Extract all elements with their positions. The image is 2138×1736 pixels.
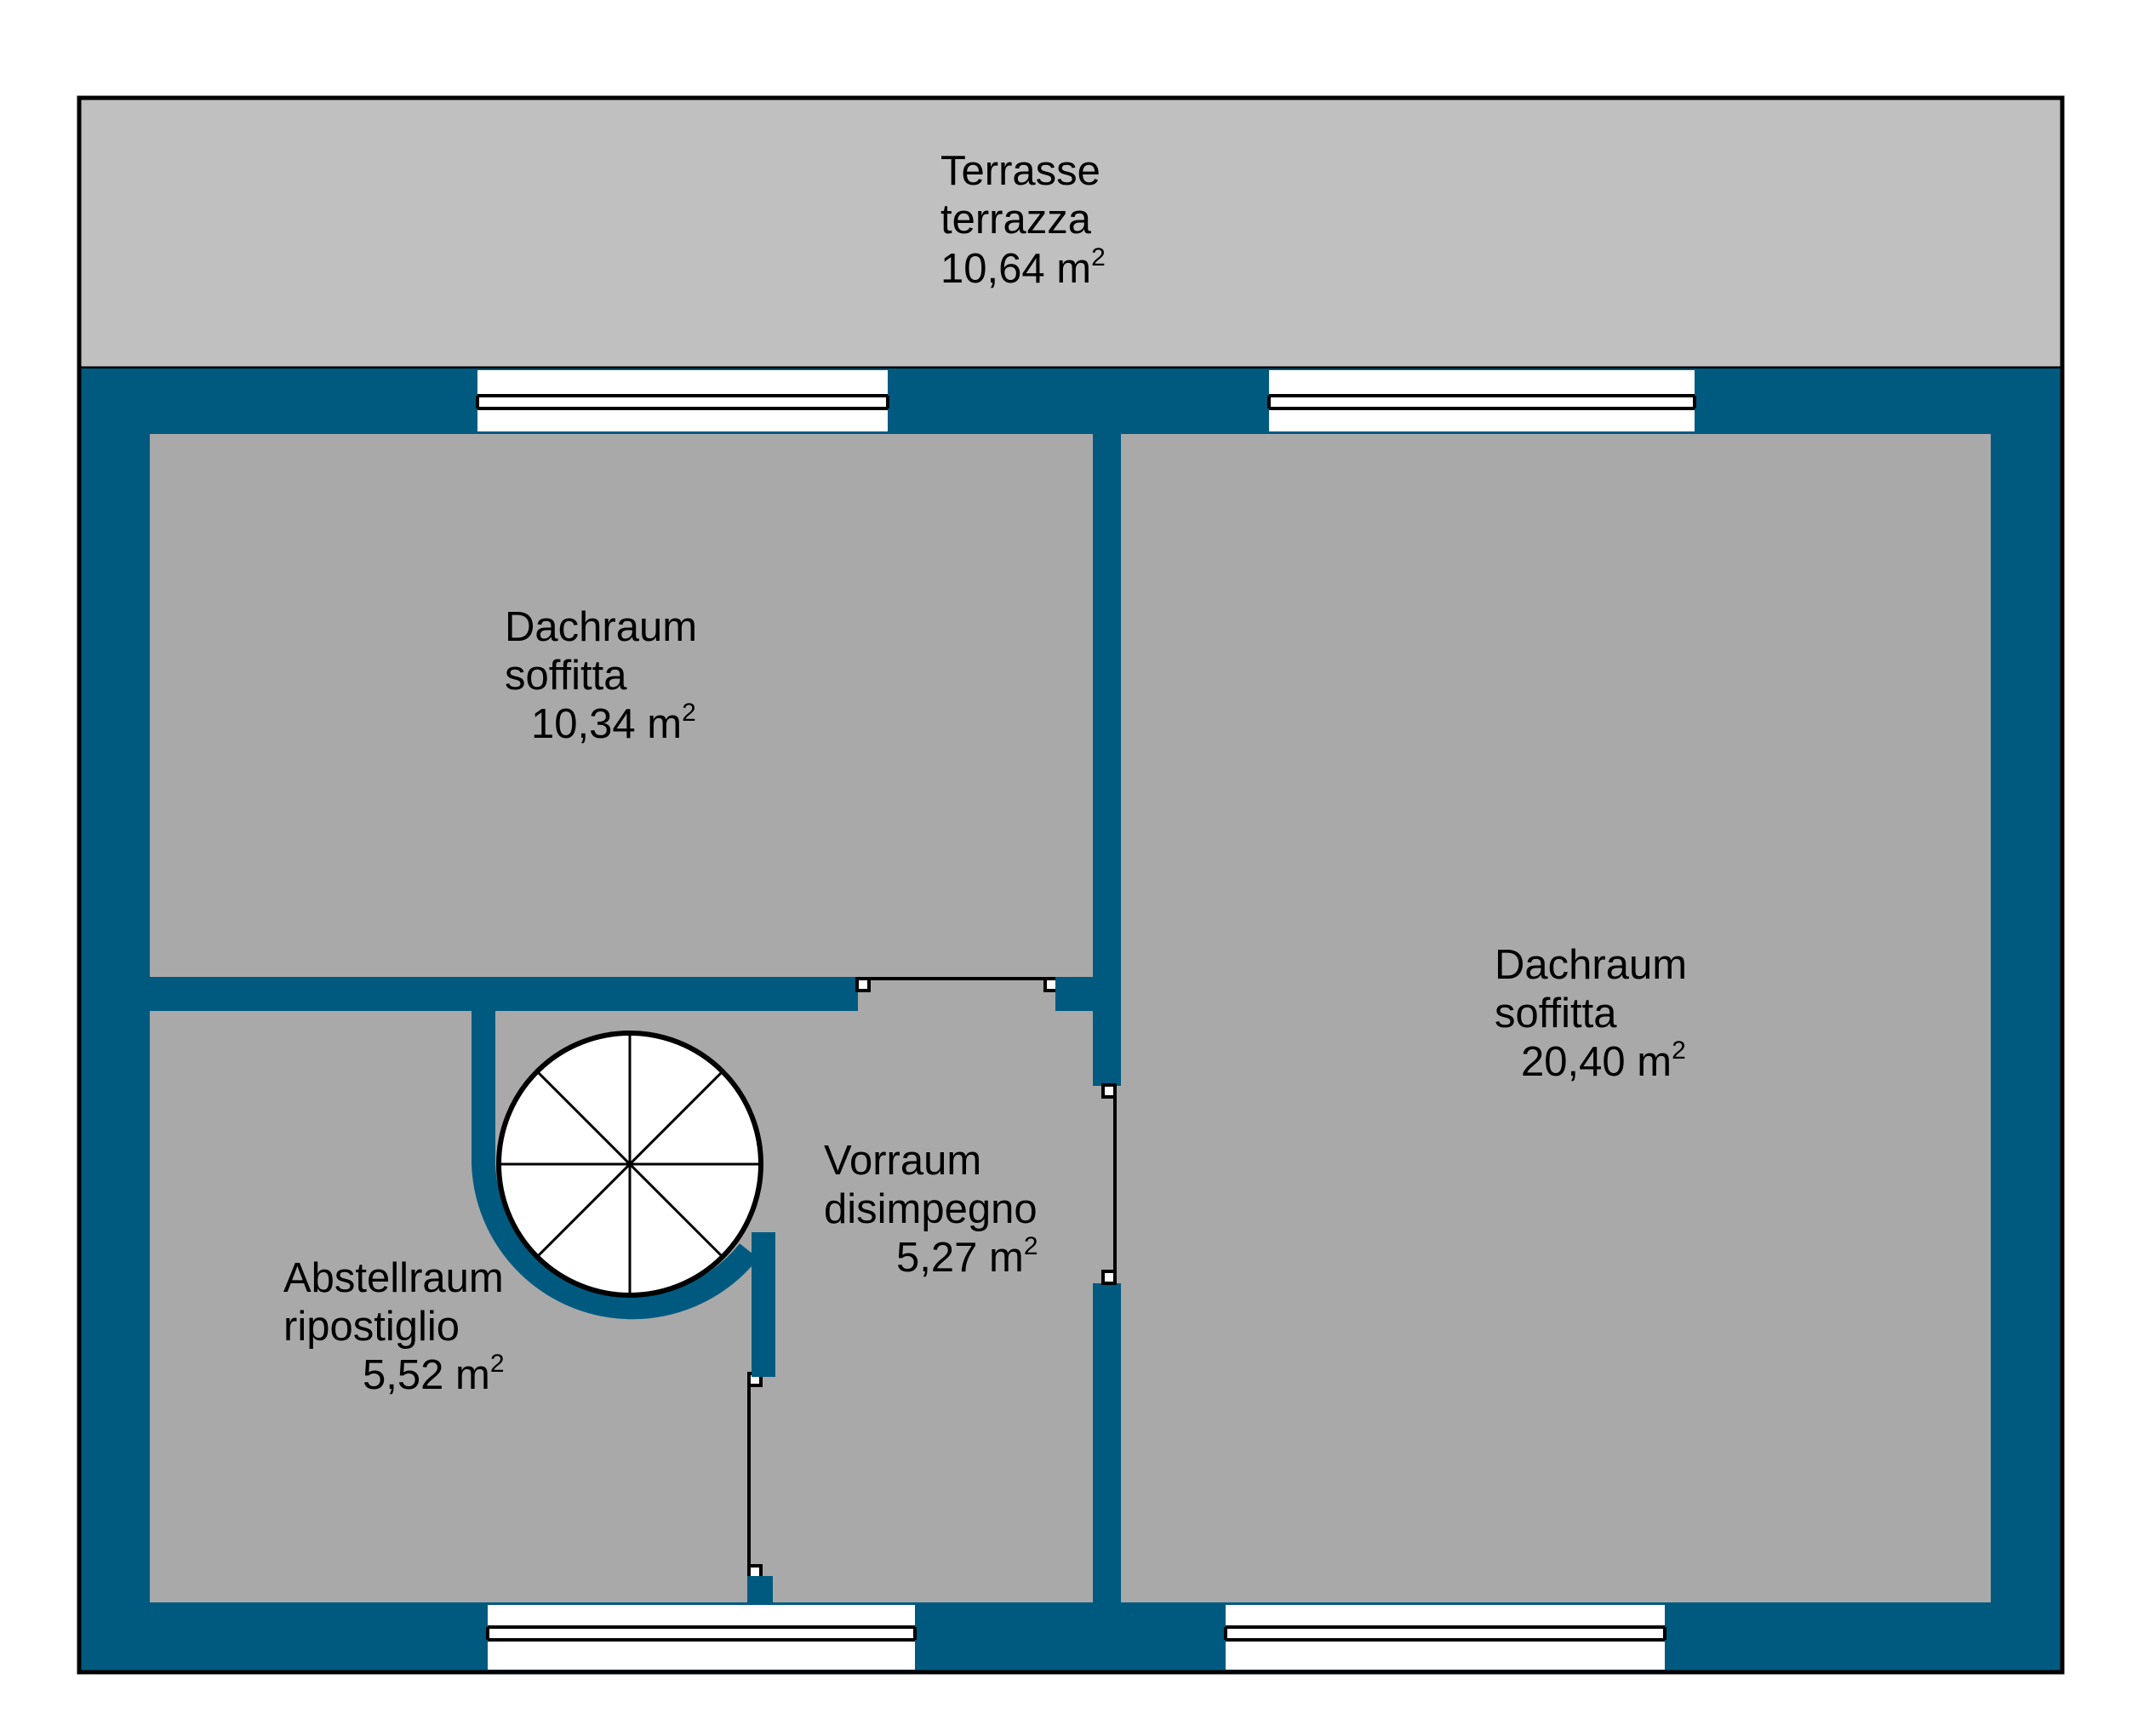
stair-wall [472,1011,758,1320]
terrace-area: 10,64 m2 [940,243,1106,292]
floor-attic-small [150,434,1093,977]
attic-large-area: 20,40 m2 [1521,1036,1686,1085]
label-storage: Abstellraum ripostiglio 5,52 m2 [283,1255,505,1398]
storage-name-it: ripostiglio [283,1304,460,1350]
label-terrace: Terrasse terrazza 10,64 m2 [940,148,1106,292]
hall-area: 5,27 m2 [896,1232,1038,1281]
storage-name-de: Abstellraum [283,1255,504,1301]
room-floors [150,434,1991,1602]
window-icon [1267,370,1696,431]
floor-attic-large [1121,434,1991,1602]
spiral-staircase-icon [496,1031,763,1298]
terrace [77,95,2065,371]
storage-area: 5,52 m2 [363,1350,505,1398]
door-opening-attic-hall [858,974,1055,1015]
terrace-name-it: terrazza [940,197,1092,243]
hall-name-it: disimpegno [824,1186,1038,1232]
attic-small-name-it: soffitta [505,653,627,699]
label-attic-large: Dachraum soffitta 20,40 m2 [1495,942,1687,1085]
attic-large-name-de: Dachraum [1495,942,1687,988]
attic-large-name-it: soffitta [1495,991,1617,1036]
window-icon [1224,1605,1666,1670]
door-opening-hall-attic [1089,1086,1125,1283]
attic-small-name-de: Dachraum [505,604,697,650]
window-icon [486,1605,917,1670]
window-icon [476,370,889,431]
stair-wall-stub [747,977,1094,1606]
hall-name-de: Vorraum [824,1138,981,1184]
door-frames [747,977,1117,1579]
terrace-name-de: Terrasse [940,148,1100,194]
attic-small-area: 10,34 m2 [531,699,696,747]
label-hall: Vorraum disimpegno 5,27 m2 [824,1138,1038,1281]
label-attic-small: Dachraum soffitta 10,34 m2 [505,604,697,747]
building-outline [77,95,2065,1675]
